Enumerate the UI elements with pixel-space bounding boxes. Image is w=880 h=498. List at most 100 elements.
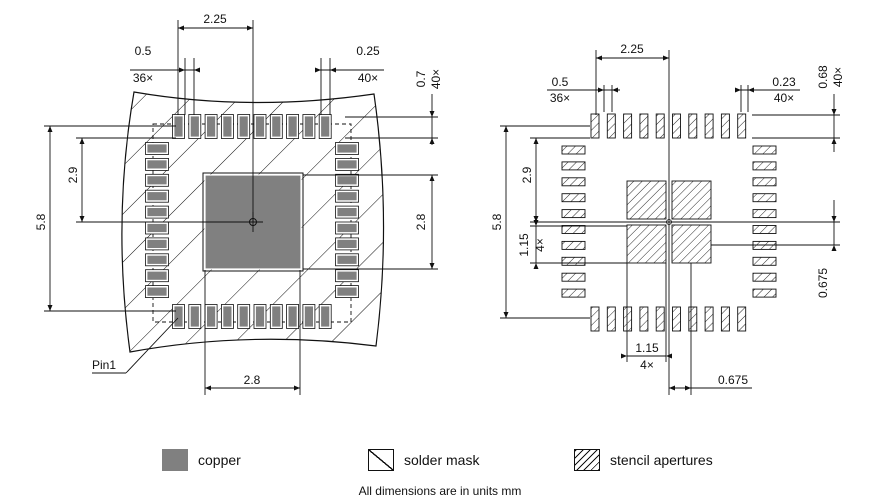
copper-pad <box>146 270 168 281</box>
copper-pad <box>320 115 331 138</box>
left-view: 2.25 0.5 36× 0.25 40× 0.7 40× 2.9 5.8 2.… <box>34 12 443 395</box>
stencil-aperture <box>688 113 698 139</box>
dim-left-pitch-count: 36× <box>133 71 153 85</box>
stencil-aperture <box>672 306 681 332</box>
stencil-aperture <box>752 256 777 266</box>
stencil-aperture <box>752 161 777 171</box>
copper-pad <box>336 286 358 297</box>
stencil-aperture <box>561 272 586 282</box>
stencil-aperture <box>590 113 600 139</box>
dim-right-inner-half: 2.9 <box>520 166 534 183</box>
stencil-aperture <box>752 288 777 298</box>
dim-right-gap-bottom: 0.675 <box>718 373 748 387</box>
stencil-aperture <box>737 113 747 139</box>
legend-stencil: stencil apertures <box>574 448 713 472</box>
copper-pad <box>206 305 217 328</box>
copper-pad <box>303 305 314 328</box>
dim-left-pad-width: 0.25 <box>356 44 380 58</box>
stencil-aperture <box>737 306 747 332</box>
stencil-aperture <box>561 161 586 171</box>
copper-pad <box>336 223 358 233</box>
copper-pad <box>255 115 265 138</box>
stencil-aperture <box>561 209 586 219</box>
copper-pad <box>238 115 249 138</box>
thermal-apertures <box>626 180 712 264</box>
copper-pad <box>238 305 249 328</box>
dim-right-aperture-width-count: 40× <box>774 91 794 105</box>
right-view: 2.25 0.5 36× 0.23 40× 0.68 40× 2.9 5.8 1… <box>490 42 845 395</box>
left-dimension-lines <box>44 20 438 395</box>
dim-left-pad-length-count: 40× <box>429 69 443 89</box>
stencil-aperture <box>655 306 665 332</box>
copper-pad <box>146 286 168 297</box>
dim-right-gap-right: 0.675 <box>816 268 830 298</box>
copper-pad <box>336 175 358 186</box>
stencil-aperture <box>561 240 586 250</box>
legend-stencil-label: stencil apertures <box>610 452 713 468</box>
left-dimension-arrows <box>47 25 435 391</box>
dim-right-outer: 5.8 <box>490 213 504 230</box>
dim-left-pitch: 0.5 <box>135 44 152 58</box>
copper-pad <box>189 115 200 138</box>
dim-right-aperture-length-count: 40× <box>831 67 845 87</box>
dim-right-sub-aperture-bottom-count: 4× <box>640 358 654 372</box>
stencil-aperture <box>561 256 586 266</box>
stencil-aperture <box>720 306 730 332</box>
copper-pad <box>287 305 298 328</box>
copper-pad <box>336 143 358 154</box>
stencil-swatch <box>574 449 600 471</box>
stencil-aperture <box>561 288 586 298</box>
dim-left-pad-span: 2.25 <box>203 12 227 26</box>
right-dimension-arrows <box>503 55 837 391</box>
dim-right-sub-aperture: 1.15 <box>517 233 531 257</box>
copper-pad <box>189 305 200 328</box>
stencil-aperture <box>752 225 777 234</box>
legend-copper: copper <box>162 448 241 472</box>
copper-pad <box>173 115 184 138</box>
stencil-aperture <box>561 145 586 155</box>
stencil-aperture <box>752 209 777 219</box>
stencil-aperture <box>752 272 777 282</box>
copper-pad <box>287 115 298 138</box>
dim-right-pad-span: 2.25 <box>620 42 644 56</box>
dim-right-sub-aperture-bottom: 1.15 <box>635 341 659 355</box>
copper-pad <box>146 159 168 170</box>
dim-right-aperture-width: 0.23 <box>772 75 796 89</box>
solder-mask-swatch <box>368 449 394 471</box>
copper-pad <box>222 305 233 328</box>
right-aperture-group <box>561 113 777 332</box>
stencil-aperture <box>688 306 698 332</box>
copper-pad <box>173 305 184 328</box>
legend-solder-mask-label: solder mask <box>404 452 480 468</box>
copper-pad <box>206 115 217 138</box>
dim-right-sub-aperture-count: 4× <box>533 238 547 252</box>
copper-pad <box>146 191 168 202</box>
stencil-aperture <box>590 306 600 332</box>
left-pad-group <box>145 114 359 329</box>
copper-pad <box>146 207 168 218</box>
copper-pad <box>222 115 233 138</box>
dim-left-pad-width-count: 40× <box>358 71 378 85</box>
copper-pad <box>146 175 168 186</box>
stencil-aperture <box>672 113 681 139</box>
stencil-aperture <box>561 193 586 203</box>
stencil-aperture <box>704 306 714 332</box>
stencil-aperture <box>639 113 649 139</box>
copper-pad <box>146 143 168 154</box>
legend-copper-label: copper <box>198 452 241 468</box>
copper-pad <box>146 223 168 233</box>
stencil-aperture <box>623 113 633 139</box>
copper-pad <box>255 305 265 328</box>
copper-pad <box>336 207 358 218</box>
stencil-aperture <box>561 225 586 234</box>
units-footnote: All dimensions are in units mm <box>358 484 522 498</box>
copper-swatch <box>162 449 188 471</box>
dim-left-outer: 5.8 <box>34 213 48 230</box>
stencil-aperture <box>752 145 777 155</box>
copper-pad <box>336 270 358 281</box>
copper-pad <box>336 191 358 202</box>
dim-right-aperture-length: 0.68 <box>816 65 830 89</box>
stencil-aperture <box>606 113 616 139</box>
dim-left-thermal-pad-bottom: 2.8 <box>244 373 261 387</box>
stencil-aperture <box>752 193 777 203</box>
